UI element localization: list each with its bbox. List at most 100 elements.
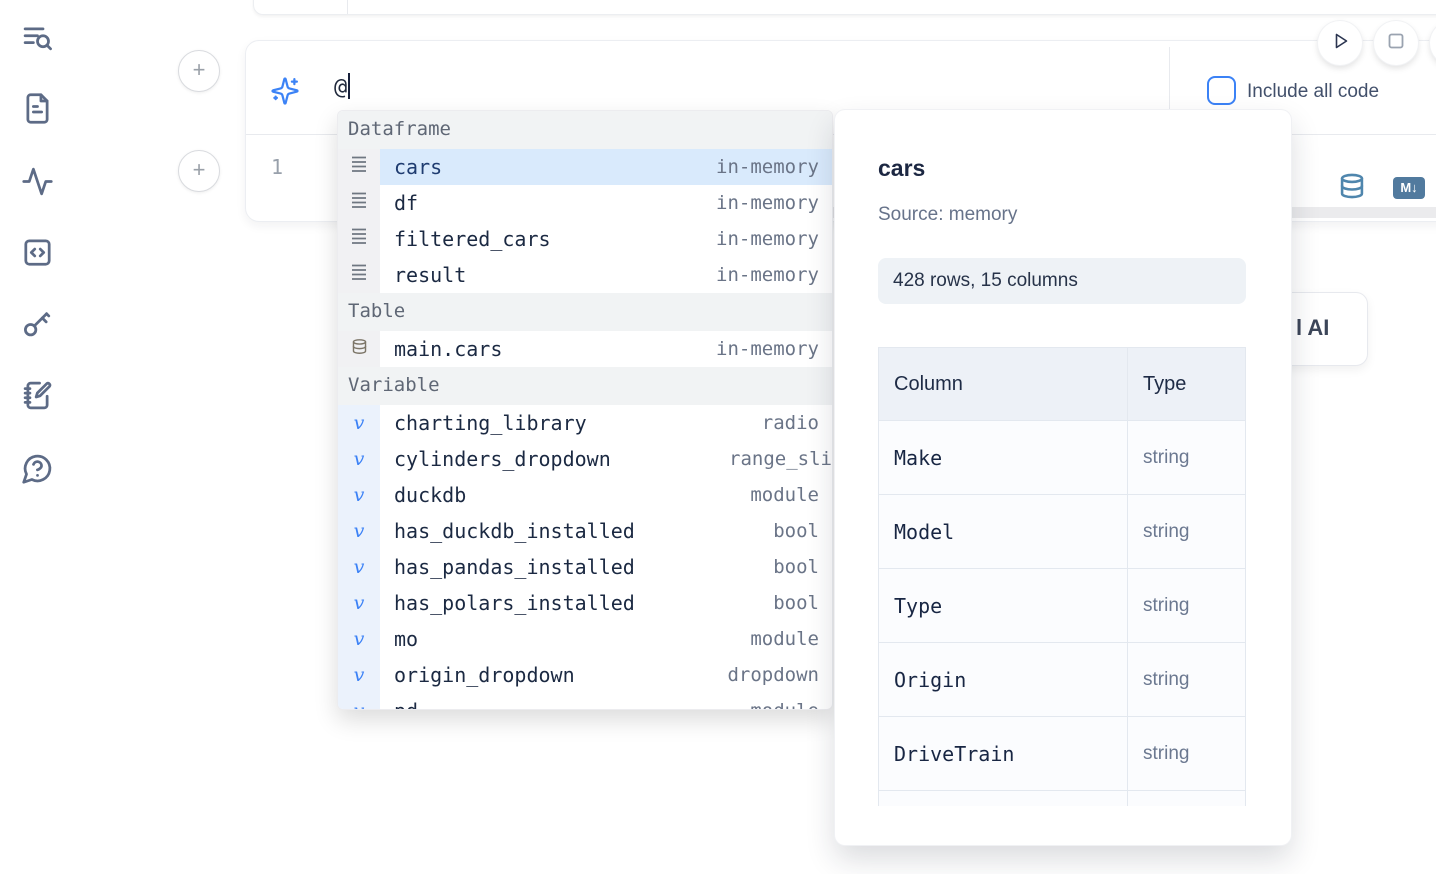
- sidebar-item-help[interactable]: [20, 454, 54, 488]
- dataframe-icon: [338, 257, 380, 293]
- ai-button-label: l AI: [1296, 315, 1329, 341]
- autocomplete-item[interactable]: v has_duckdb_installedbool: [338, 513, 832, 549]
- autocomplete-item-name: has_polars_installed: [394, 591, 773, 615]
- database-icon[interactable]: [1338, 172, 1366, 200]
- stop-button[interactable]: [1374, 21, 1418, 65]
- dataframe-icon: [338, 149, 380, 185]
- sidebar: [0, 0, 72, 874]
- list-search-icon: [21, 22, 54, 60]
- autocomplete-item[interactable]: resultin-memory: [338, 257, 832, 293]
- autocomplete-item-type: bool: [773, 592, 819, 614]
- autocomplete-item-type: radio: [762, 412, 819, 434]
- ai-prompt-value: @: [334, 75, 347, 100]
- autocomplete-item[interactable]: vmomodule: [338, 621, 832, 657]
- run-cell-button[interactable]: [1318, 21, 1362, 65]
- markdown-icon[interactable]: M↓: [1393, 177, 1425, 199]
- autocomplete-section-header: Dataframe: [338, 111, 832, 149]
- autocomplete-item-name: has_pandas_installed: [394, 555, 773, 579]
- autocomplete-item-type: module: [750, 700, 819, 710]
- stop-icon: [1384, 29, 1408, 58]
- preview-column-name: Make: [879, 421, 1128, 495]
- include-all-code-label: Include all code: [1247, 81, 1379, 103]
- autocomplete-item[interactable]: vcharting_libraryradio: [338, 405, 832, 441]
- file-icon: [21, 92, 54, 130]
- autocomplete-item-name: mo: [394, 627, 750, 651]
- include-all-code-checkbox[interactable]: [1207, 76, 1236, 105]
- add-cell-above-button[interactable]: +: [178, 50, 220, 92]
- preview-table-row: Modelstring: [879, 495, 1246, 569]
- autocomplete-item-name: main.cars: [394, 337, 716, 361]
- sparkles-icon: [270, 76, 300, 106]
- autocomplete-item-type: in-memory: [716, 192, 819, 214]
- autocomplete-item[interactable]: vduckdbmodule: [338, 477, 832, 513]
- autocomplete-item[interactable]: vorigin_dropdowndropdown: [338, 657, 832, 693]
- autocomplete-item[interactable]: main.carsin-memory: [338, 331, 832, 367]
- autocomplete-item-type: range_sli: [729, 448, 832, 470]
- dataframe-icon: [338, 185, 380, 221]
- preview-column-type: string: [1128, 717, 1246, 791]
- sidebar-item-scratchpad[interactable]: [20, 381, 54, 415]
- autocomplete-item-type: bool: [773, 520, 819, 542]
- autocomplete-item-type: module: [750, 484, 819, 506]
- previous-cell-edge: [253, 0, 1436, 15]
- variable-icon: v: [338, 657, 380, 693]
- sidebar-item-files[interactable]: [20, 94, 54, 128]
- autocomplete-item-name: pd: [394, 699, 750, 710]
- code-square-icon: [21, 236, 54, 274]
- sidebar-item-snippets[interactable]: [20, 238, 54, 272]
- variable-icon: v: [338, 621, 380, 657]
- autocomplete-item-name: duckdb: [394, 483, 750, 507]
- preview-shape-badge: 428 rows, 15 columns: [878, 258, 1246, 304]
- autocomplete-item[interactable]: v has_polars_installedbool: [338, 585, 832, 621]
- preview-source: Source: memory: [878, 204, 1017, 226]
- autocomplete-item[interactable]: carsin-memory: [338, 149, 832, 185]
- autocomplete-item-name: charting_library: [394, 411, 762, 435]
- variable-icon: v: [338, 585, 380, 621]
- autocomplete-item-name: filtered_cars: [394, 227, 716, 251]
- preview-table-row: Originstring: [879, 643, 1246, 717]
- preview-column-type: string: [1128, 643, 1246, 717]
- preview-table-row: Makestring: [879, 421, 1246, 495]
- autocomplete-item-name: df: [394, 191, 716, 215]
- preview-column-type: string: [1128, 569, 1246, 643]
- autocomplete-item[interactable]: vpdmodule: [338, 693, 832, 710]
- preview-col-header: Column: [879, 348, 1128, 421]
- preview-title: cars: [878, 155, 925, 182]
- autocomplete-item[interactable]: vhas_pandas_installedbool: [338, 549, 832, 585]
- variable-icon: v: [338, 441, 380, 477]
- preview-type-header: Type: [1128, 348, 1246, 421]
- autocomplete-item-name: cylinders_dropdown: [394, 447, 729, 471]
- preview-column-name: Type: [879, 569, 1128, 643]
- add-cell-below-button[interactable]: +: [178, 150, 220, 192]
- variable-icon: v: [338, 513, 380, 549]
- autocomplete-item-name: result: [394, 263, 716, 287]
- key-icon: [21, 307, 54, 345]
- preview-table-row: Typestring: [879, 569, 1246, 643]
- sidebar-item-search[interactable]: [20, 24, 54, 58]
- autocomplete-item-name: origin_dropdown: [394, 663, 727, 687]
- autocomplete-item-type: in-memory: [716, 228, 819, 250]
- line-number: 1: [271, 155, 283, 179]
- preview-column-name: Model: [879, 495, 1128, 569]
- ai-prompt-input[interactable]: @: [334, 73, 350, 100]
- autocomplete-item[interactable]: v cylinders_dropdownrange_sli: [338, 441, 832, 477]
- notebook-pen-icon: [21, 379, 54, 417]
- sidebar-item-activity[interactable]: [20, 167, 54, 201]
- autocomplete-item-name: has_duckdb_installed: [394, 519, 773, 543]
- variable-icon: v: [338, 477, 380, 513]
- autocomplete-item-type: bool: [773, 556, 819, 578]
- gutter-divider: [347, 0, 348, 14]
- play-icon: [1328, 29, 1352, 58]
- autocomplete-item[interactable]: dfin-memory: [338, 185, 832, 221]
- activity-icon: [21, 165, 54, 203]
- autocomplete-item-name: cars: [394, 155, 716, 179]
- sidebar-item-secrets[interactable]: [20, 309, 54, 343]
- autocomplete-item[interactable]: filtered_carsin-memory: [338, 221, 832, 257]
- autocomplete-item-type: in-memory: [716, 264, 819, 286]
- dataframe-preview-panel: cars Source: memory 428 rows, 15 columns…: [835, 110, 1291, 845]
- autocomplete-item-type: module: [750, 628, 819, 650]
- autocomplete-dropdown: Dataframecarsin-memorydfin-memoryfiltere…: [337, 110, 833, 710]
- preview-column-name: Origin: [879, 643, 1128, 717]
- autocomplete-item-type: in-memory: [716, 156, 819, 178]
- autocomplete-section-header: Table: [338, 293, 832, 331]
